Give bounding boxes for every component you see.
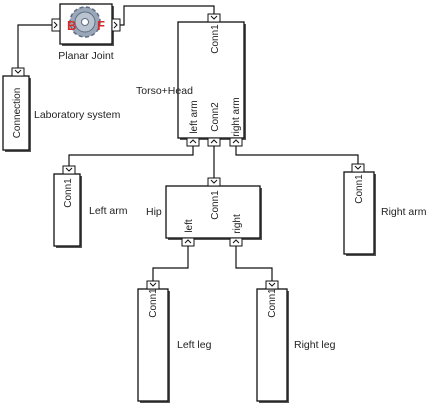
hip-label: Hip xyxy=(146,206,162,218)
left-arm-label: Left arm xyxy=(89,205,128,217)
left-leg-port[interactable] xyxy=(146,280,160,290)
hip-right-label: right xyxy=(232,214,243,234)
laboratory-system-label: Laboratory system xyxy=(34,109,121,121)
connection-port[interactable] xyxy=(11,67,25,77)
torso-head-label: Torso+Head xyxy=(136,85,193,97)
torso-left-arm-port[interactable] xyxy=(186,137,200,147)
hip-block[interactable]: Conn1 left right Hip xyxy=(146,177,262,247)
right-arm-block[interactable]: Conn1 Right arm xyxy=(343,163,427,256)
hip-conn1-label: Conn1 xyxy=(210,190,221,220)
torso-right-arm-port-mark xyxy=(232,139,240,144)
right-leg-port-mark xyxy=(268,282,276,287)
wire-hip-to-right-leg xyxy=(235,246,273,281)
torso-conn2-port[interactable] xyxy=(207,137,221,147)
left-leg-port-label: Conn1 xyxy=(148,288,159,318)
left-arm-port[interactable] xyxy=(62,165,76,175)
left-leg-port-mark xyxy=(149,282,157,287)
wire-joint-to-torso xyxy=(118,5,215,26)
connection-block[interactable]: Connection Laboratory system xyxy=(2,67,121,152)
wire-torso-to-right-arm xyxy=(235,146,359,164)
torso-conn2-label: Conn2 xyxy=(210,102,221,132)
right-arm-label: Right arm xyxy=(381,206,427,218)
joint-follower-letter: F xyxy=(97,18,105,33)
planar-joint-block[interactable]: B F Planar Joint xyxy=(51,3,121,62)
torso-head-block[interactable]: Conn1 left arm Conn2 right arm Torso+Hea… xyxy=(136,13,246,147)
left-arm-port-mark xyxy=(65,167,73,172)
wire-hip-to-left-leg xyxy=(152,246,189,281)
hip-left-port[interactable] xyxy=(181,237,195,247)
right-leg-port-label: Conn1 xyxy=(267,288,278,318)
wire-connection-to-joint xyxy=(17,24,52,68)
torso-left-arm-label: left arm xyxy=(189,100,200,133)
gear-icon xyxy=(69,6,101,38)
hip-left-port-mark xyxy=(184,239,192,244)
planar-joint-label: Planar Joint xyxy=(58,50,114,62)
left-leg-label: Left leg xyxy=(177,339,212,351)
right-arm-port-label: Conn1 xyxy=(354,174,365,204)
torso-conn1-label: Conn1 xyxy=(210,24,221,54)
hip-left-label: left xyxy=(184,219,195,233)
left-arm-port-label: Conn1 xyxy=(63,178,74,208)
torso-left-arm-port-mark xyxy=(189,139,197,144)
right-arm-port[interactable] xyxy=(351,163,365,173)
hip-conn1-port[interactable] xyxy=(207,177,221,187)
left-leg-block[interactable]: Conn1 Left leg xyxy=(137,280,212,403)
right-leg-label: Right leg xyxy=(294,339,336,351)
torso-conn1-port[interactable] xyxy=(207,13,221,23)
connection-port-mark xyxy=(14,69,22,74)
joint-follower-port-mark xyxy=(113,21,118,29)
left-arm-block[interactable]: Conn1 Left arm xyxy=(53,165,128,248)
gear-hub-shape xyxy=(81,18,89,26)
joint-base-port-mark xyxy=(53,21,58,29)
joint-base-letter: B xyxy=(67,18,76,33)
torso-conn1-port-mark xyxy=(210,15,218,20)
hip-right-port[interactable] xyxy=(229,237,243,247)
hip-right-port-mark xyxy=(232,239,240,244)
hip-conn1-port-mark xyxy=(210,179,218,184)
right-leg-port[interactable] xyxy=(265,280,279,290)
torso-right-arm-label: right arm xyxy=(231,97,242,136)
torso-conn2-port-mark xyxy=(210,139,218,144)
joint-follower-port[interactable] xyxy=(111,18,121,32)
connection-lines xyxy=(17,5,359,281)
torso-right-arm-port[interactable] xyxy=(229,137,243,147)
connection-port-label: Connection xyxy=(12,88,23,139)
right-leg-block[interactable]: Conn1 Right leg xyxy=(256,280,336,403)
joint-base-port[interactable] xyxy=(51,18,61,32)
right-arm-port-mark xyxy=(354,165,362,170)
wire-torso-to-left-arm xyxy=(68,146,194,166)
